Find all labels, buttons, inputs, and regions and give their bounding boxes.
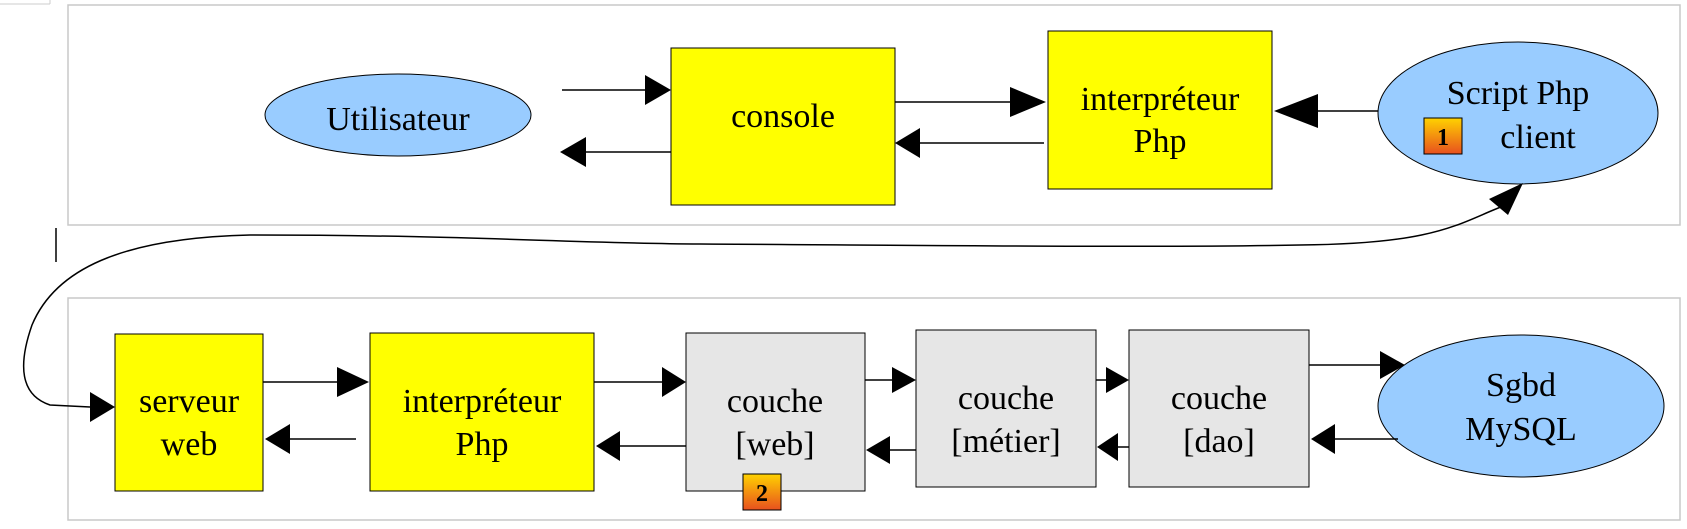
- label-sgbd-line1: Sgbd: [1486, 367, 1556, 404]
- arrow-script-to-interpreteur: [1274, 94, 1378, 128]
- arrow-sgbd-to-dao: [1311, 424, 1398, 454]
- curve-script-to-serveur: [22, 183, 1523, 422]
- arrow-utilisateur-to-console: [562, 75, 671, 105]
- label-couche-dao-line1: couche: [1171, 380, 1267, 417]
- label-sgbd-line2: MySQL: [1465, 411, 1576, 448]
- arrow-dao-to-sgbd: [1309, 351, 1405, 379]
- arrow-console-to-utilisateur: [560, 137, 671, 167]
- node-interpreteur-bottom: interpréteur Php: [369, 332, 595, 492]
- node-utilisateur: Utilisateur: [264, 73, 532, 157]
- label-utilisateur-line1: Utilisateur: [326, 101, 470, 138]
- node-couche-web: couche [web]: [685, 332, 866, 492]
- label-serveur-line1: serveur: [139, 383, 240, 420]
- badge-2: 2: [742, 473, 782, 511]
- node-couche-metier: couche [métier]: [915, 329, 1097, 488]
- node-script-php-client: Script Php client: [1377, 41, 1659, 185]
- node-console: console: [670, 47, 896, 206]
- arrow-dao-to-metier: [1097, 433, 1129, 461]
- label-serveur-line2: web: [161, 426, 218, 463]
- arrow-interpreteur-to-couche-web: [594, 367, 686, 397]
- node-sgbd-mysql: Sgbd MySQL: [1377, 334, 1665, 478]
- label-script-line2: client: [1500, 119, 1576, 156]
- label-interp-top-line1: interpréteur: [1081, 81, 1240, 118]
- node-couche-dao: couche [dao]: [1128, 329, 1310, 488]
- badge-1-label: 1: [1437, 125, 1449, 151]
- node-interpreteur-top: interpréteur Php: [1047, 30, 1273, 190]
- arrow-console-to-interpreteur: [895, 87, 1046, 117]
- label-couche-web-line2: [web]: [735, 426, 814, 463]
- label-interp-top-line2: Php: [1134, 123, 1187, 160]
- arrow-serveur-to-interpreteur: [263, 367, 369, 397]
- label-console-line1: console: [731, 98, 835, 135]
- node-serveur-web: serveur web: [114, 333, 264, 492]
- arrow-interpreteur-to-serveur: [265, 424, 356, 454]
- label-couche-metier-line1: couche: [958, 380, 1054, 417]
- arrow-couche-web-to-interpreteur: [596, 431, 686, 461]
- top-panel: [67, 4, 1681, 226]
- label-couche-dao-line2: [dao]: [1183, 423, 1255, 460]
- arrow-metier-to-dao: [1096, 367, 1129, 393]
- arrow-couche-web-to-metier: [865, 367, 916, 393]
- arrow-metier-to-couche-web: [866, 436, 916, 464]
- label-interp-bottom-line1: interpréteur: [403, 383, 562, 420]
- label-couche-web-line1: couche: [727, 383, 823, 420]
- arrow-interpreteur-to-console: [895, 128, 1044, 158]
- label-script-line1: Script Php: [1447, 75, 1590, 112]
- label-couche-metier-line2: [métier]: [951, 423, 1061, 460]
- label-interp-bottom-line2: Php: [456, 426, 509, 463]
- bottom-panel: [67, 297, 1681, 521]
- badge-1: 1: [1423, 117, 1463, 155]
- badge-2-label: 2: [756, 481, 768, 507]
